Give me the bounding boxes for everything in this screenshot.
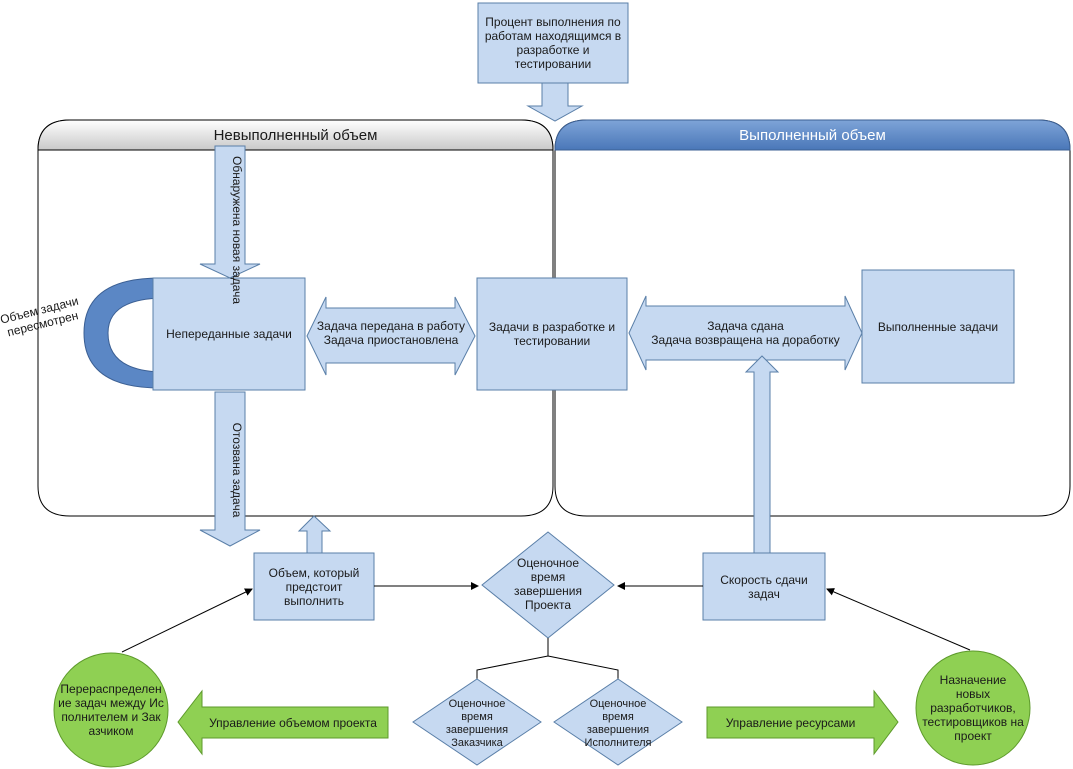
velocity-box: [702, 552, 826, 621]
in-progress-box-label: Задачи в разработке и тестировании: [488, 320, 616, 348]
resource-management-arrow: [706, 689, 899, 756]
remaining-up-arrow: [297, 515, 332, 554]
left-circle-label: Перераспределение задач между Исполнител…: [58, 682, 164, 738]
new-task-arrow: [199, 145, 261, 279]
left-green-circle: [53, 652, 169, 768]
new-task-arrow-label: Обнаружена новая задача: [230, 156, 244, 305]
top-down-arrow: [526, 82, 584, 122]
left-header: [37, 119, 554, 151]
top-box-label: Процент выполнения по работам находящимс…: [484, 15, 622, 71]
resource-management-label: Управление ресурсами: [725, 715, 856, 730]
right-green-circle: [915, 650, 1031, 766]
velocity-up-arrow: [744, 355, 780, 554]
velocity-box-label: Скорость сдачи задач: [720, 572, 808, 601]
scope-management-label: Управление объемом проекта: [209, 715, 377, 730]
remaining-box-label: Объем, который предстоит выполнить: [268, 565, 360, 608]
estimate-tree-lines: [476, 638, 619, 679]
contractor-diamond: [553, 678, 683, 766]
top-box: [477, 2, 629, 84]
revoked-arrow: [199, 391, 261, 547]
right-header: [554, 119, 1071, 151]
suspended-label: Задача приостановлена: [323, 333, 459, 347]
right-circle-label: Назначение новых разработчиков, тестиров…: [922, 673, 1024, 743]
revoked-arrow-label: Отозвана задача: [230, 422, 244, 518]
left-header-title: Невыполненный объем: [213, 126, 378, 144]
scope-management-arrow: [177, 689, 389, 756]
in-progress-box: [476, 277, 628, 391]
done-box: [861, 269, 1015, 384]
right-header-title: Выполненный объем: [739, 126, 886, 144]
contractor-estimate-label: Оценочное время завершения Исполнителя: [584, 698, 652, 749]
returned-label: Задача возвращена на доработку: [651, 333, 840, 347]
unassigned-box: [152, 277, 306, 391]
right-circle-to-velocity-line: [826, 588, 971, 651]
handover-double-arrow: [306, 296, 476, 376]
left-circle-to-remaining-line: [121, 588, 253, 653]
delivered-label: Задача сдана: [707, 319, 784, 333]
handed-to-work-label: Задача передана в работу: [316, 319, 466, 333]
project-estimate-label: Оценочное время завершения Проекта: [514, 556, 582, 612]
done-box-label: Выполненные задачи: [877, 319, 999, 334]
customer-diamond: [412, 678, 542, 766]
unassigned-box-label: Непереданные задачи: [166, 327, 292, 341]
customer-estimate-label: Оценочное время завершения Заказчика: [445, 698, 509, 749]
